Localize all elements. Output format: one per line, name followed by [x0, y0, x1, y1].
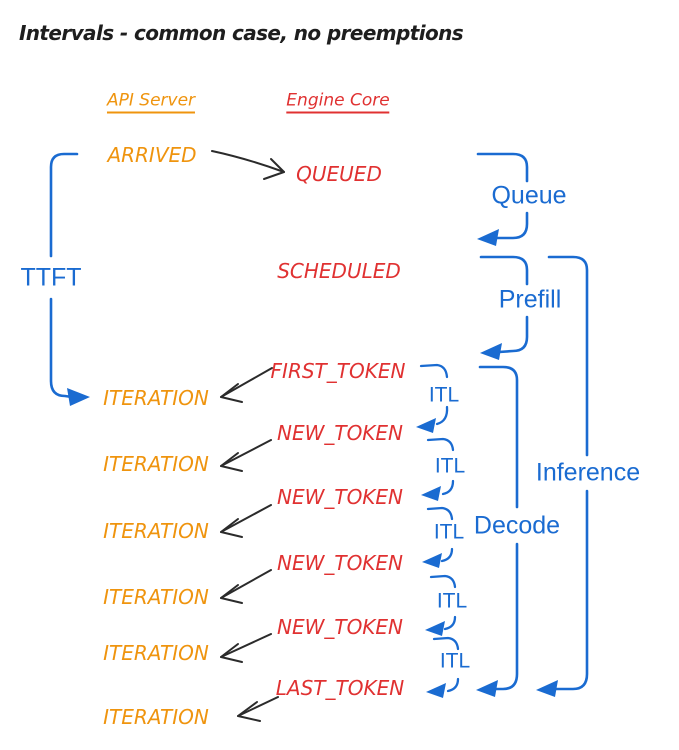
interval-label-prefill: Prefill [498, 285, 562, 314]
event-queued: QUEUED [296, 162, 382, 186]
inference-arrowhead-icon [536, 680, 558, 697]
event-arrived: ARRIVED [107, 143, 197, 167]
interval-label-inference: Inference [535, 458, 641, 487]
event-iteration-6: ITERATION [103, 705, 209, 729]
arrow-new-token-2-to-iteration-3 [220, 504, 272, 538]
queue-arrowhead-icon [477, 229, 499, 246]
itl-arrowhead-1-icon [416, 418, 436, 433]
itl-bracket-1 [416, 363, 449, 433]
event-new-token-3: NEW_TOKEN [276, 551, 404, 575]
itl-arrowhead-2-icon [421, 486, 441, 501]
queue-bracket [476, 152, 529, 246]
arrow-last-token-to-iteration-6 [237, 696, 279, 722]
event-first-token: FIRST_TOKEN [270, 359, 406, 383]
interval-label-itl-1: ITL [428, 383, 460, 407]
diagram-title: Intervals - common case, no preemptions [18, 21, 464, 45]
event-new-token-4: NEW_TOKEN [276, 615, 404, 639]
event-iteration-5: ITERATION [103, 641, 209, 665]
interval-label-itl-3: ITL [433, 520, 465, 544]
itl-bracket-3 [422, 506, 454, 568]
interval-label-decode: Decode [473, 511, 561, 540]
event-iteration-3: ITERATION [103, 519, 209, 543]
event-iteration-2: ITERATION [103, 452, 209, 476]
column-header-api-server: API Server [106, 92, 196, 114]
interval-label-itl-4: ITL [436, 589, 468, 613]
event-new-token-1: NEW_TOKEN [276, 421, 404, 445]
interval-label-itl-5: ITL [439, 649, 471, 673]
event-new-token-2: NEW_TOKEN [276, 485, 404, 509]
interval-label-itl-2: ITL [434, 454, 466, 478]
itl-arrowhead-4-icon [425, 621, 445, 636]
arrow-new-token-1-to-iteration-2 [220, 439, 272, 472]
column-header-engine-core: Engine Core [286, 92, 390, 114]
interval-label-ttft: TTFT [20, 263, 82, 292]
ttft-arrowhead-icon [67, 388, 90, 406]
interval-label-queue: Queue [491, 181, 567, 210]
event-scheduled: SCHEDULED [277, 259, 401, 283]
itl-arrowhead-3-icon [422, 553, 442, 568]
decode-bracket [476, 365, 519, 697]
prefill-arrowhead-icon [480, 343, 502, 360]
decode-arrowhead-icon [476, 680, 498, 697]
event-last-token: LAST_TOKEN [275, 676, 405, 700]
itl-bracket-4 [425, 574, 457, 636]
ttft-bracket [49, 152, 90, 406]
arrow-new-token-4-to-iteration-5 [220, 633, 272, 663]
itl-arrowhead-5-icon [426, 683, 446, 698]
event-iteration-4: ITERATION [103, 585, 209, 609]
itl-bracket-2 [421, 437, 455, 501]
event-iteration-1: ITERATION [103, 386, 209, 410]
arrow-first-token-to-iteration-1 [220, 367, 273, 403]
arrow-arrived-to-queued [211, 150, 285, 180]
prefill-bracket [479, 255, 529, 360]
arrow-new-token-3-to-iteration-4 [220, 569, 272, 604]
inference-bracket [536, 255, 589, 697]
itl-bracket-5 [426, 636, 460, 698]
